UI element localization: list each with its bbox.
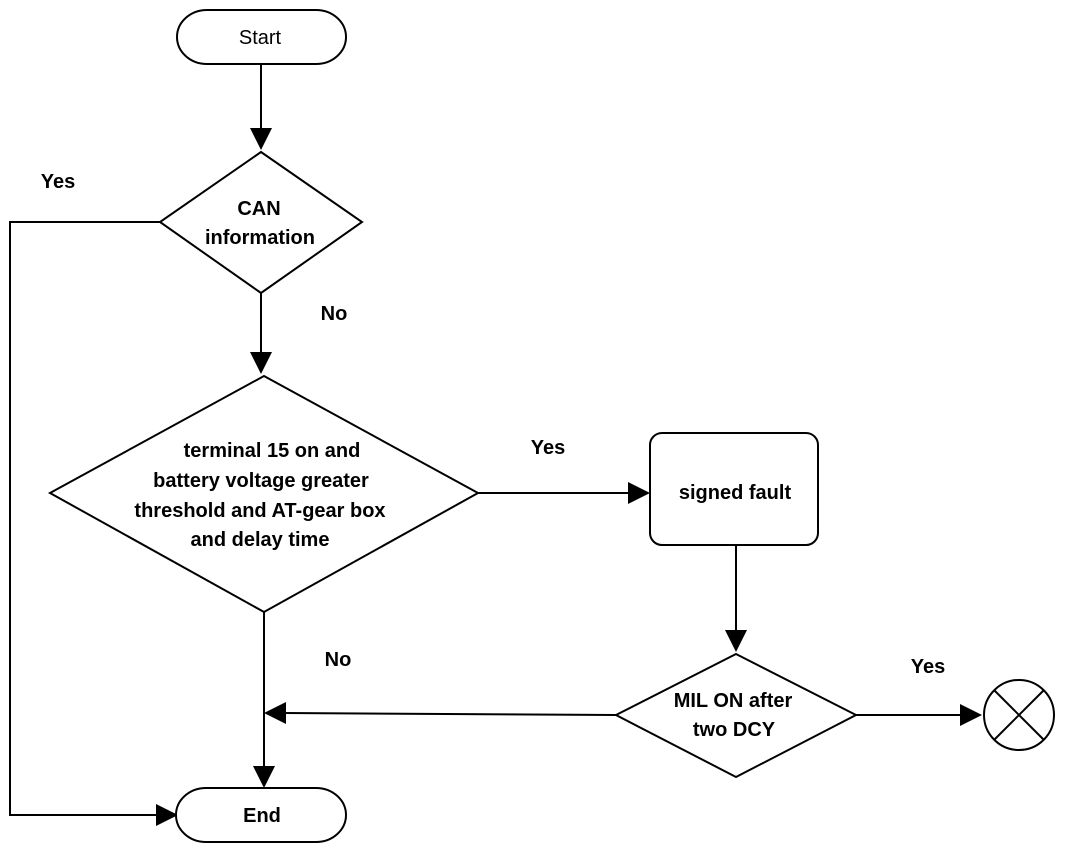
condition-no-label: No [325,649,352,671]
condition-label-line-3: threshold and AT-gear box [134,500,385,522]
condition-label-line-1: terminal 15 on and [184,440,361,462]
end-node: End [175,787,347,843]
connector-condition-no-end [253,612,275,788]
end-label: End [243,805,281,827]
connector-condition-yes-fault [478,482,650,504]
cross-circle-icon [983,679,1055,751]
condition-yes-label: Yes [531,437,565,459]
mil-label-line-2: two DCY [693,719,776,741]
mil-label-line-1: MIL ON after [674,690,793,712]
mil-yes-label: Yes [911,656,945,678]
can-label-line-1: CAN [237,198,280,220]
connector-fault-mil [725,545,747,652]
mil-on-decision: MIL ON after two DCY [613,652,859,779]
condition-label-line-2: battery voltage greater [153,470,369,492]
signed-fault-label: signed fault [679,482,792,504]
signed-fault-process: signed fault [649,432,819,546]
connector-can-yes-end [9,221,178,826]
condition-label-line-4: and delay time [191,529,330,551]
can-label-line-2: information [205,227,315,249]
connector-can-no-condition [250,293,272,374]
start-label: Start [239,27,282,49]
can-no-label: No [321,303,348,325]
connector-mil-no-main [264,702,617,724]
can-information-decision: CAN information [158,150,364,295]
connector-start-can [250,64,272,150]
can-yes-label: Yes [41,171,75,193]
start-node: Start [176,9,347,65]
connector-mil-yes-circle [856,704,982,726]
condition-decision: terminal 15 on and battery voltage great… [47,374,481,614]
